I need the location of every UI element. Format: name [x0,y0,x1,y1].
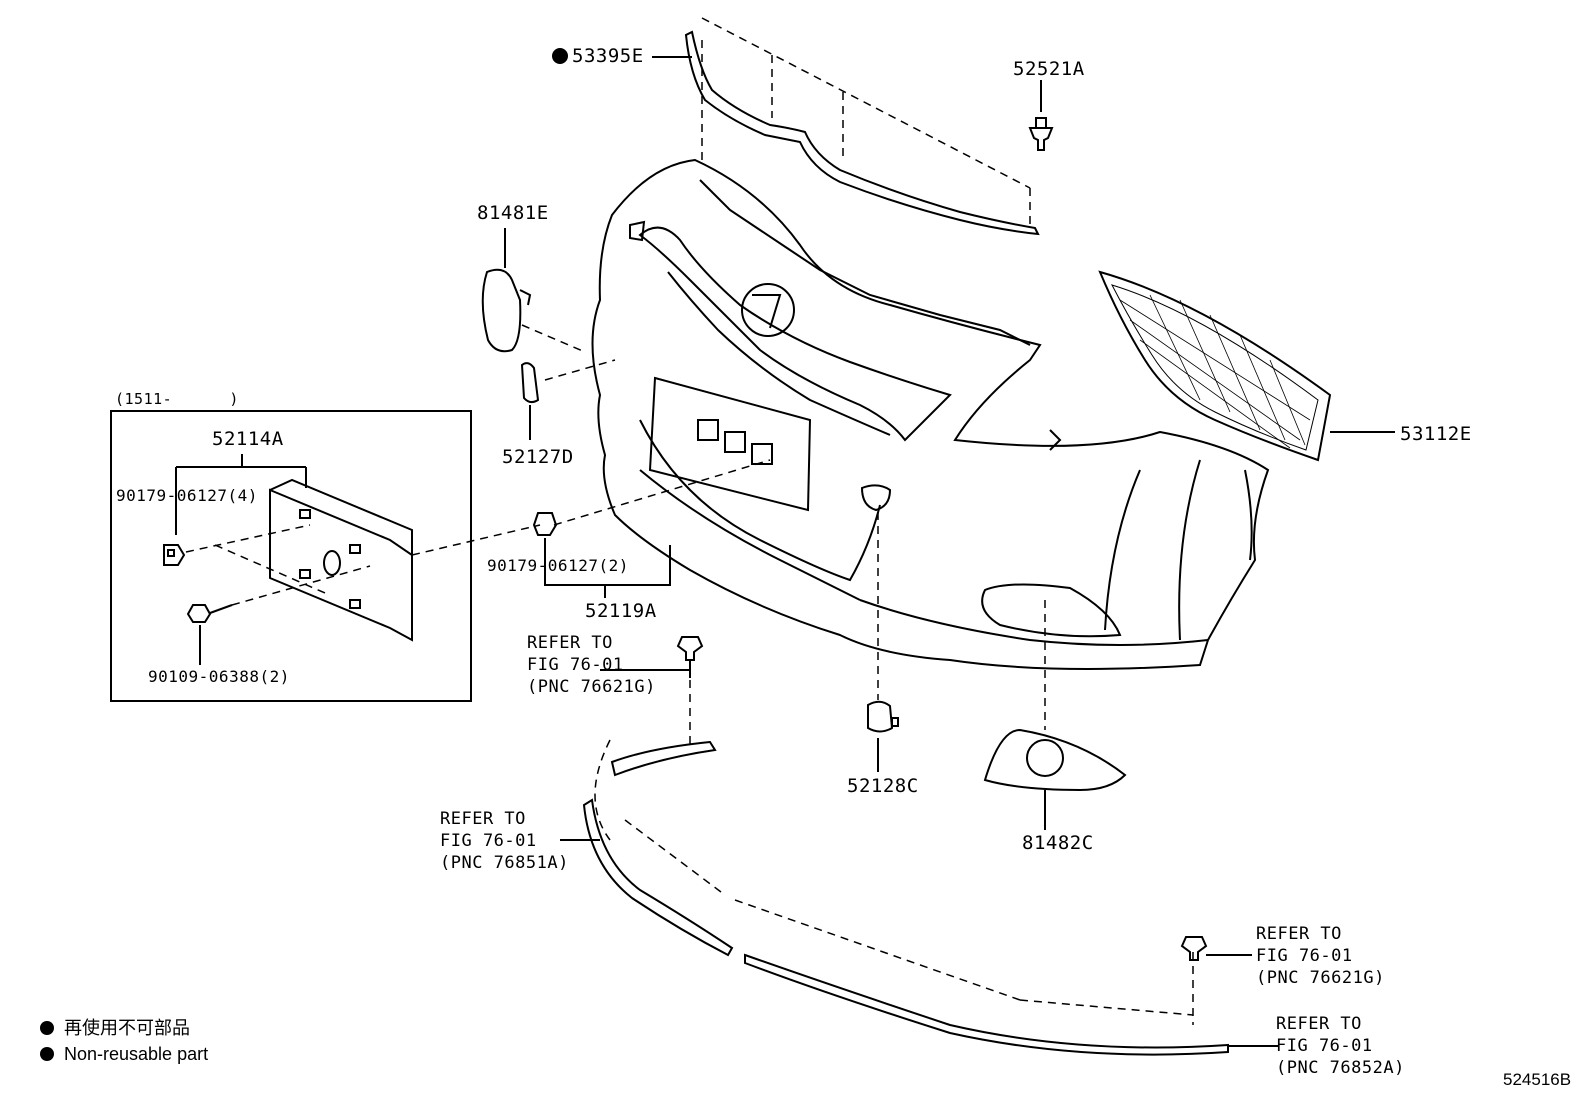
part-label-90179-2: 90179-06127(2) [487,556,629,575]
lower-spoiler-left-76851A [582,740,734,957]
refer-pnc: (PNC 76621G) [527,677,656,697]
clip-52127D [520,362,540,440]
date-range: (1511- ) [115,390,239,408]
legend: 再使用不可部品 Non-reusable part [40,1015,208,1067]
legend-en-text: Non-reusable part [64,1044,209,1064]
refer-pnc: (PNC 76851A) [440,853,569,873]
part-label-81481E: 81481E [477,202,549,224]
refer-line: REFER TO [1256,924,1342,944]
part-label-52127D: 52127D [502,446,574,468]
non-reusable-dot-53395E [552,48,568,64]
refer-note-76621G-lower: REFER TO FIG 76-01 (PNC 76621G) [1256,923,1385,989]
part-label-53112E: 53112E [1400,423,1472,445]
nut-90179-right [532,512,558,555]
clip-52521A [1028,80,1054,151]
non-reusable-dot-icon [40,1021,54,1035]
fog-cover-81482C [983,728,1127,830]
part-label-52119A: 52119A [585,600,657,622]
refer-fig: FIG 76-01 [440,831,537,851]
grille-53112E [1098,270,1395,462]
molding-guide-lines [701,17,1031,225]
leader-52119A [544,545,671,598]
clip-76621G-lower [1180,936,1252,961]
refer-line: REFER TO [440,809,526,829]
legend-jp-text: 再使用不可部品 [64,1018,190,1038]
part-label-52521A: 52521A [1013,58,1085,80]
clip-76621G-upper [600,636,704,678]
nut-90179-left [163,544,186,566]
part-label-81482C: 81482C [1022,832,1094,854]
refer-line: REFER TO [1276,1014,1362,1034]
bracket-81481E [481,228,532,353]
part-label-90109: 90109-06388(2) [148,667,290,686]
vertical-guide-lines [594,512,1194,1025]
refer-note-76621G-upper: REFER TO FIG 76-01 (PNC 76621G) [527,632,656,698]
refer-fig: FIG 76-01 [1256,946,1353,966]
part-label-52114A: 52114A [212,428,284,450]
bracket-guide-dashes [185,459,771,606]
license-bracket [269,478,413,642]
cap-52128C [867,700,899,772]
refer-pnc: (PNC 76852A) [1276,1058,1405,1078]
part-label-52128C: 52128C [847,775,919,797]
refer-fig: FIG 76-01 [527,655,624,675]
bracket-box [110,410,472,702]
legend-row-jp: 再使用不可部品 [40,1015,208,1041]
bolt-90109 [186,604,233,665]
upper-molding-53395E [684,30,1040,236]
bumper-cover-52119A [591,158,1270,670]
refer-note-76852A: REFER TO FIG 76-01 (PNC 76852A) [1276,1013,1405,1079]
refer-line: REFER TO [527,633,613,653]
lower-spoiler-right-76852A [744,953,1278,1056]
part-label-53395E: 53395E [572,45,644,67]
figure-id: 524516B [1503,1070,1572,1089]
part-label-90179-4: 90179-06127(4) [116,486,258,505]
refer-note-76851A: REFER TO FIG 76-01 (PNC 76851A) [440,808,569,874]
refer-pnc: (PNC 76621G) [1256,968,1385,988]
non-reusable-dot-icon [40,1047,54,1061]
bracket-guide-lines [521,324,616,381]
refer-fig: FIG 76-01 [1276,1036,1373,1056]
legend-row-en: Non-reusable part [40,1041,208,1067]
